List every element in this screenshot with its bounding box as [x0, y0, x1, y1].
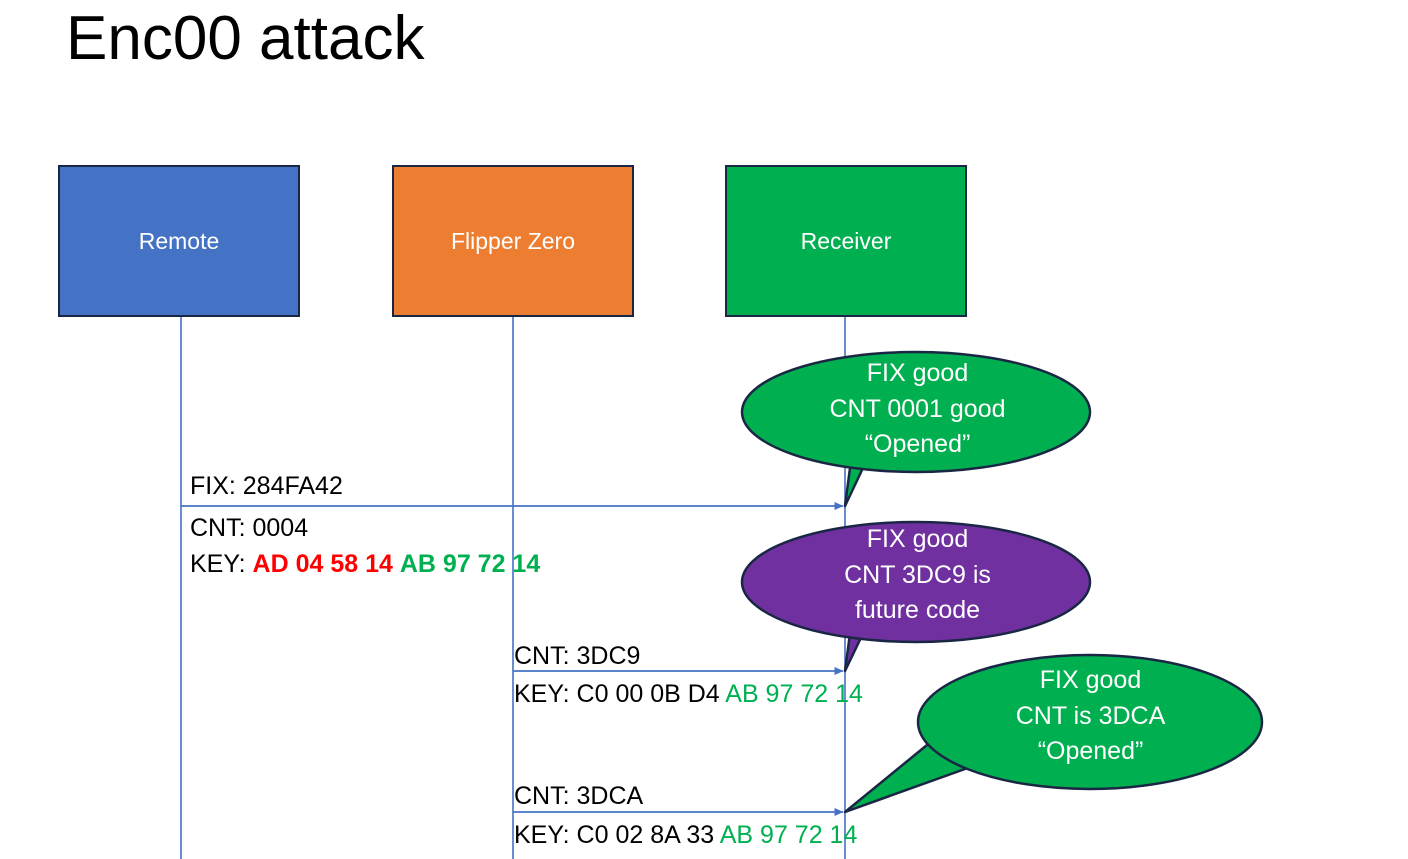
message-2-key: KEY: C0 00 0B D4 AB 97 72 14	[514, 679, 863, 710]
speech-bubble-2	[740, 520, 1092, 673]
actor-box-receiver[interactable]: Receiver	[725, 165, 967, 317]
bubble-3-line-1: FIX good	[1039, 666, 1142, 694]
message-1-line-1: FIX: 284FA42	[190, 472, 343, 500]
bubble-1-line-1: FIX good	[866, 359, 969, 387]
bubble-1-line-2: CNT 0001 good	[829, 394, 1006, 423]
message-3-key: KEY: C0 02 8A 33 AB 97 72 14	[514, 820, 857, 851]
bubble-2-line-1: FIX good	[866, 525, 969, 553]
message-1-line-2: CNT: 0004	[190, 514, 309, 542]
key-new-bytes: AB 97 72 14	[725, 680, 863, 708]
bubble-3-line-2: CNT is 3DCA	[1015, 701, 1166, 730]
speech-bubble-1-text: FIX good CNT 0001 good “Opened”	[790, 356, 1045, 463]
actor-label-flipper-zero: Flipper Zero	[451, 227, 575, 254]
actor-label-remote: Remote	[138, 227, 220, 254]
key-prefix: KEY:	[190, 550, 246, 578]
key-new-bytes: AB 97 72 14	[719, 821, 858, 849]
key-old-bytes: C0 00 0B D4	[576, 680, 720, 708]
message-3-line-1: CNT: 3DCA	[514, 782, 644, 810]
actor-box-flipper-zero[interactable]: Flipper Zero	[392, 165, 634, 317]
message-2-line-1: CNT: 3DC9	[514, 642, 641, 670]
speech-bubble-1	[740, 350, 1092, 508]
key-new-bytes: AB 97 72 14	[399, 550, 541, 578]
page-title: Enc00 attack	[66, 4, 425, 73]
actor-label-receiver: Receiver	[800, 227, 892, 254]
bubble-3-line-3: “Opened”	[1037, 737, 1144, 765]
message-1-key: KEY: AD 04 58 14 AB 97 72 14	[190, 549, 540, 580]
key-old-bytes: C0 02 8A 33	[576, 821, 715, 849]
key-prefix: KEY:	[514, 680, 570, 708]
key-old-bytes: AD 04 58 14	[252, 550, 393, 578]
speech-bubble-3	[843, 653, 1264, 814]
key-prefix: KEY:	[514, 821, 570, 849]
speech-bubble-2-text: FIX good CNT 3DC9 is future code	[790, 522, 1045, 629]
bubble-1-line-3: “Opened”	[864, 430, 971, 458]
speech-bubble-3-text: FIX good CNT is 3DCA “Opened”	[963, 663, 1218, 770]
actor-box-remote[interactable]: Remote	[58, 165, 300, 317]
bubble-2-line-3: future code	[854, 596, 981, 624]
bubble-2-line-2: CNT 3DC9 is	[844, 560, 991, 589]
